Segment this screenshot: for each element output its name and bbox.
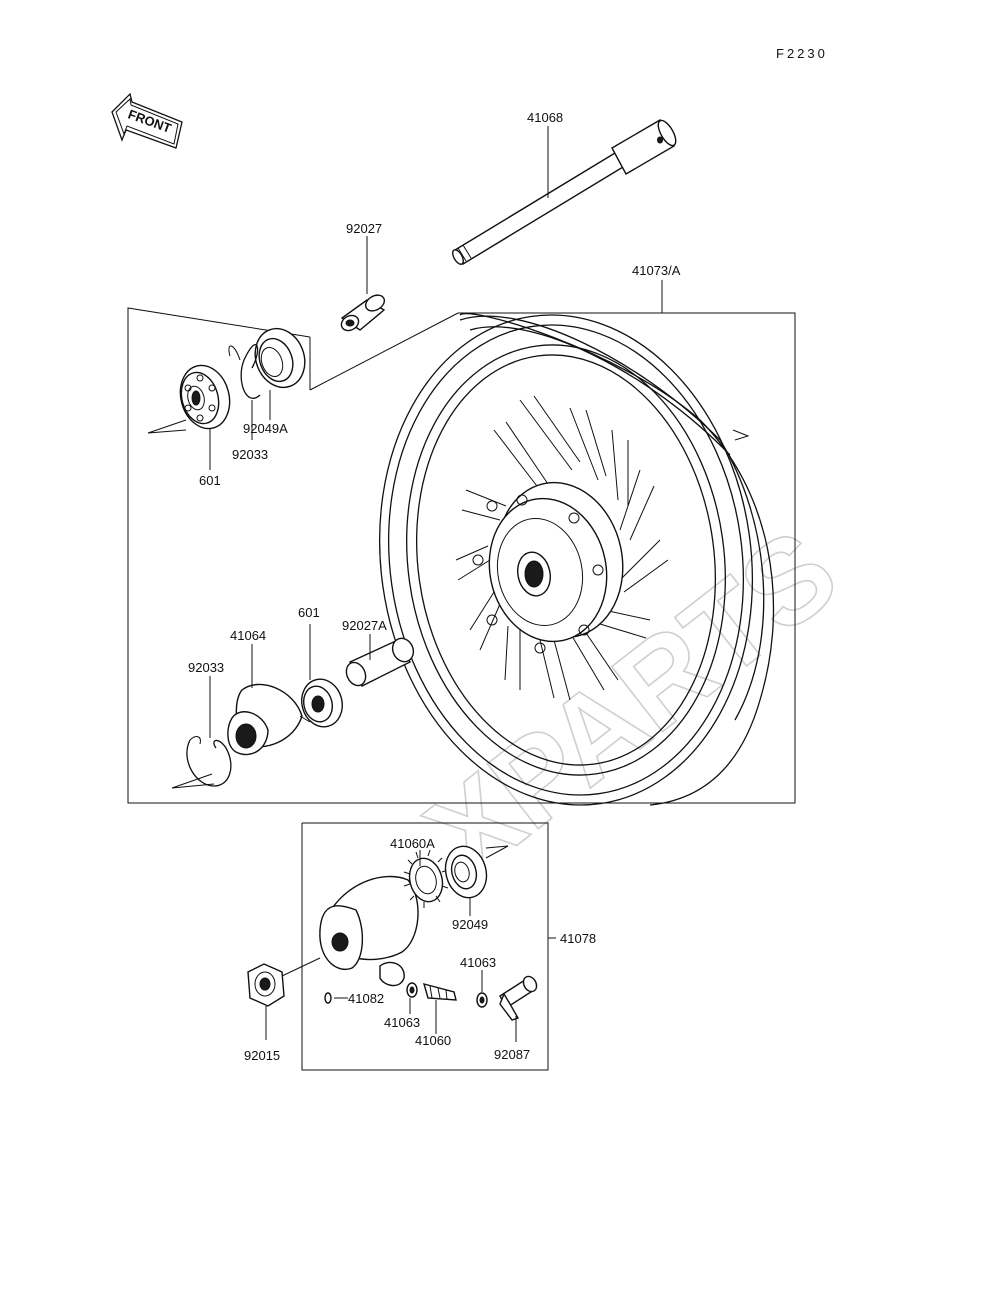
pinion-gear-part bbox=[422, 983, 457, 1001]
meter-gear-part bbox=[403, 849, 449, 908]
gear-housing-cover-part bbox=[227, 683, 311, 756]
spacer-part bbox=[345, 637, 415, 687]
label-meter-gear: 41060A bbox=[390, 836, 435, 851]
axle-part bbox=[452, 119, 677, 266]
label-circlip-left: 92033 bbox=[232, 447, 268, 462]
wheel-rim-part bbox=[378, 313, 775, 806]
label-washer-upper: 41063 bbox=[460, 955, 496, 970]
label-wheel-assembly: 41073/A bbox=[632, 263, 681, 278]
label-spacer: 92027A bbox=[342, 618, 387, 633]
axle-collar-part bbox=[340, 294, 386, 332]
watermark-text: XPARTS bbox=[402, 504, 861, 904]
label-axle-nut: 92015 bbox=[244, 1048, 280, 1063]
label-gearbox-assembly: 41078 bbox=[560, 931, 596, 946]
bushing-part bbox=[499, 975, 538, 1021]
bearing-left-part bbox=[179, 364, 231, 430]
front-arrow-label: FRONT bbox=[126, 106, 173, 135]
oil-seal-left-part bbox=[254, 327, 306, 389]
label-washer-lower: 41063 bbox=[384, 1015, 420, 1030]
washer-upper-part bbox=[476, 992, 488, 1008]
drawing-code: F2230 bbox=[776, 46, 828, 61]
label-axle: 41068 bbox=[527, 110, 563, 125]
axle-nut-part bbox=[247, 963, 285, 1007]
circlip-left-part bbox=[228, 344, 261, 399]
watermark: XPARTS bbox=[401, 503, 862, 904]
label-axle-collar: 92027 bbox=[346, 221, 382, 236]
label-bushing: 92087 bbox=[494, 1047, 530, 1062]
label-circlip-right: 92033 bbox=[188, 660, 224, 675]
label-pin: 41082 bbox=[348, 991, 384, 1006]
gearbox-frame bbox=[301, 822, 556, 1071]
circlip-right-part bbox=[186, 736, 232, 787]
pin-part bbox=[324, 992, 332, 1004]
wheel-spokes bbox=[455, 395, 669, 701]
label-bearing-left: 601 bbox=[199, 473, 221, 488]
wheel-assembly-frame bbox=[127, 307, 796, 804]
label-gear-housing-cover: 41064 bbox=[230, 628, 266, 643]
label-oil-seal-left: 92049A bbox=[243, 421, 288, 436]
wheel-hub-part bbox=[472, 481, 624, 654]
oil-seal-gearbox-part bbox=[444, 845, 488, 899]
bearing-right-part bbox=[301, 678, 343, 728]
front-arrow-icon: FRONT bbox=[111, 92, 183, 149]
washer-lower-part bbox=[406, 982, 418, 998]
label-bearing-right: 601 bbox=[298, 605, 320, 620]
label-oil-seal-gearbox: 92049 bbox=[452, 917, 488, 932]
gearbox-housing-part bbox=[319, 875, 419, 987]
label-pinion-gear: 41060 bbox=[415, 1033, 451, 1048]
